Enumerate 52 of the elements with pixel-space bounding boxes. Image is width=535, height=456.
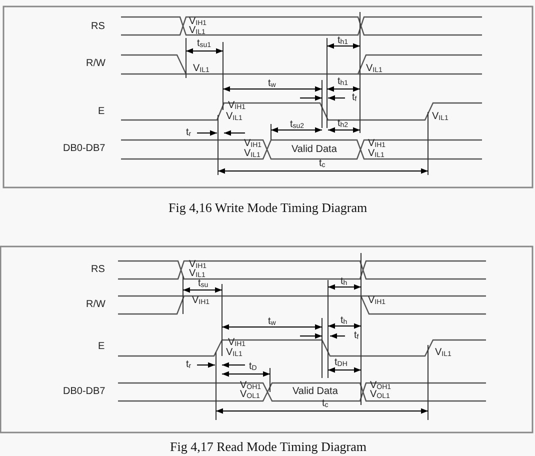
figure-caption: Fig 4,17 Read Mode Timing Diagram	[170, 440, 366, 452]
timing-label: t$_{su2}$	[290, 120, 304, 130]
timing-label: Valid Data	[292, 145, 337, 155]
timing-label: V$_{IH1}$	[244, 139, 262, 149]
timing-label: t$_{w}$	[268, 79, 276, 89]
timing-label: V$_{IL1}$	[366, 64, 382, 74]
timing-label: V$_{IH1}$	[192, 296, 210, 306]
signal-name: DB0-DB7	[63, 144, 106, 154]
signal-name: E	[98, 342, 105, 352]
timing-label: V$_{IL1}$	[226, 348, 242, 358]
signal-name: R/W	[86, 300, 106, 310]
timing-label: V$_{IH1}$	[368, 296, 386, 306]
timing-label: t$_{h}$	[340, 316, 348, 326]
timing-label: t$_{h1}$	[338, 77, 348, 87]
timing-label: t$_{D}$	[249, 362, 257, 372]
signal-name: RS	[91, 22, 105, 32]
timing-label: t$_{c}$	[322, 399, 328, 409]
figure-caption: Fig 4,16 Write Mode Timing Diagram	[168, 200, 368, 214]
timing-label: V$_{OL1}$	[370, 390, 390, 400]
timing-label: V$_{IH1}$	[228, 101, 246, 111]
timing-label: V$_{IL1}$	[244, 149, 260, 159]
timing-label: t$_{su}$	[198, 279, 208, 289]
timing-label: t$_{r}$	[186, 360, 192, 370]
timing-label: V$_{OL1}$	[240, 390, 260, 400]
timing-label: t$_{h2}$	[338, 119, 348, 129]
timing-label: V$_{IH1}$	[189, 260, 207, 270]
timing-label: V$_{IH1}$	[368, 139, 386, 149]
timing-label: V$_{IH1}$	[228, 338, 246, 348]
timing-label: V$_{IL1}$	[189, 269, 206, 279]
signal-name: RS	[91, 265, 105, 275]
timing-label: t$_{h}$	[340, 277, 348, 287]
timing-label: t$_{f}$	[354, 331, 359, 341]
timing-label: V$_{OH1}$	[240, 381, 262, 391]
timing-label: V$_{IL1}$	[226, 112, 242, 122]
timing-label: t$_{f}$	[352, 93, 357, 103]
signal-name: E	[98, 107, 105, 117]
timing-label: t$_{r}$	[186, 128, 192, 138]
timing-label: V$_{IL1}$	[432, 112, 448, 122]
timing-label: t$_{c}$	[319, 159, 326, 169]
timing-label: V$_{IL1}$	[189, 26, 206, 36]
signal-name: R/W	[86, 59, 106, 69]
timing-label: V$_{IH1}$	[189, 17, 207, 27]
signal-name: DB0-DB7	[63, 387, 106, 397]
timing-label: t$_{DH}$	[334, 358, 348, 368]
timing-label: V$_{IL1}$	[368, 149, 384, 159]
timing-label: Valid Data	[292, 387, 338, 397]
timing-label: t$_{su1}$	[197, 39, 212, 49]
timing-label: V$_{IL1}$	[193, 64, 210, 74]
timing-label: t$_{h1}$	[338, 36, 348, 46]
timing-label: V$_{IL1}$	[435, 348, 452, 358]
timing-label: t$_{w}$	[268, 317, 276, 327]
timing-label: V$_{OH1}$	[370, 381, 392, 391]
